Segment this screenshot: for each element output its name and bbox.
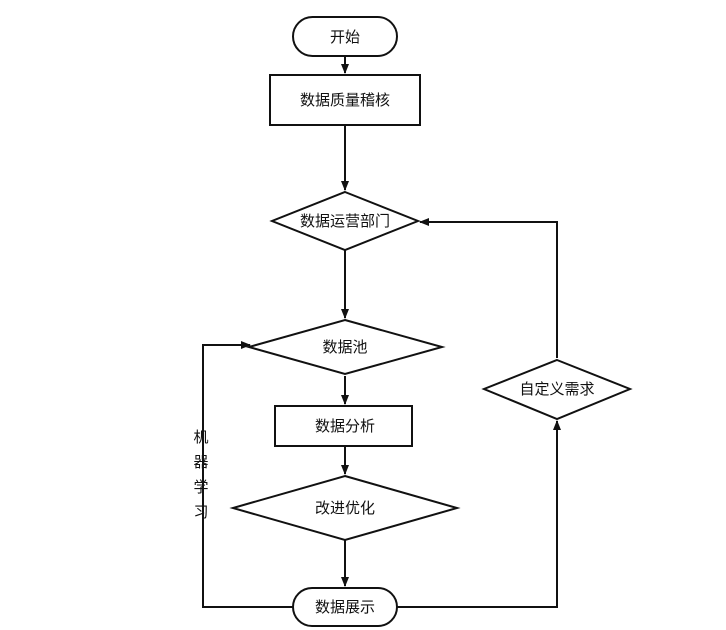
node-custom-demand: 自定义需求 [481, 358, 633, 421]
analysis-box [274, 405, 413, 447]
display-label: 数据展示 [315, 598, 375, 616]
start-terminal-shape [292, 16, 398, 57]
node-data-pool: 数据池 [245, 318, 446, 376]
display-terminal-shape [292, 587, 398, 627]
quality-check-label: 数据质量稽核 [300, 91, 390, 109]
ml-char-4: 习 [193, 503, 208, 521]
machine-learning-label: 机 器 学 习 [193, 428, 208, 521]
custom-demand-label: 自定义需求 [519, 380, 594, 398]
optimize-label: 改进优化 [315, 499, 375, 517]
start-label: 开始 [330, 28, 360, 46]
node-analysis: 数据分析 [274, 405, 413, 447]
optimize-diamond [229, 474, 461, 542]
node-optimize: 改进优化 [229, 474, 461, 542]
quality-check-box [269, 74, 421, 126]
node-quality-check: 数据质量稽核 [269, 74, 421, 126]
node-display: 数据展示 [292, 587, 398, 627]
node-ops-dept: 数据运营部门 [269, 190, 421, 252]
ml-char-3: 学 [193, 478, 208, 496]
ml-char-2: 器 [193, 453, 208, 471]
ml-char-1: 机 [193, 428, 208, 446]
analysis-label: 数据分析 [315, 417, 375, 435]
data-pool-diamond [245, 318, 446, 376]
edge-display-to-pool-loop [202, 341, 293, 608]
edge-custom-to-ops [419, 218, 558, 358]
edge-display-to-custom [397, 420, 561, 608]
node-start: 开始 [292, 16, 398, 57]
ops-dept-label: 数据运营部门 [300, 212, 390, 230]
custom-demand-diamond [481, 358, 633, 421]
data-pool-label: 数据池 [322, 338, 367, 356]
ops-dept-diamond [269, 190, 421, 252]
